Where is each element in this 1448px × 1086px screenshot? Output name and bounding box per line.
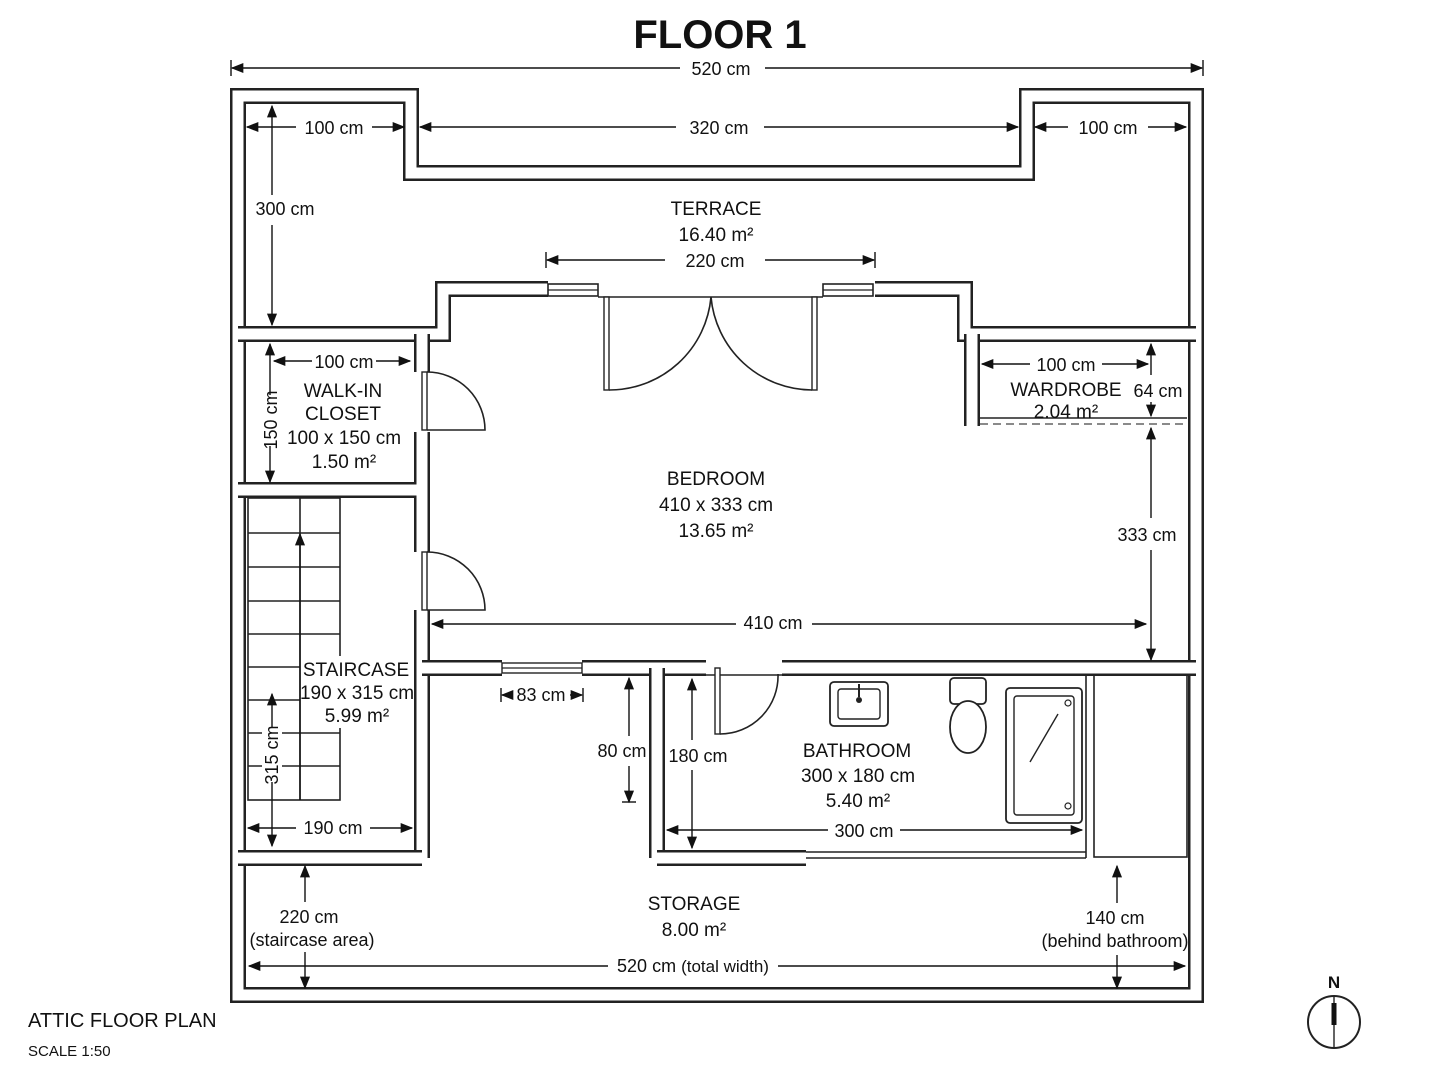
bedroom-size: 410 x 333 cm: [659, 495, 773, 516]
dim-hall: 80 cm: [597, 741, 646, 761]
staircase-name: STAIRCASE: [303, 660, 409, 681]
dim-right-recess: 100 cm: [1078, 118, 1137, 138]
dim-wardrobe-width: 100 cm: [1036, 355, 1095, 375]
plan-label: ATTIC FLOOR PLAN: [28, 1010, 217, 1032]
dim-bath-depth: 180 cm: [668, 746, 727, 766]
storage-name: STORAGE: [648, 894, 741, 915]
dim-bedroom-depth: 333 cm: [1117, 525, 1176, 545]
dimension-labels: 520 cm 100 cm 320 cm 100 cm 300 cm 220 c…: [249, 56, 1189, 976]
bathroom-fixtures: [829, 677, 1083, 824]
dim-storage-left-note: (staircase area): [249, 930, 374, 950]
dim-walkin-width: 100 cm: [314, 352, 373, 372]
terrace-name: TERRACE: [671, 199, 762, 220]
dim-mid-recess: 320 cm: [689, 118, 748, 138]
room-labels: TERRACE 16.40 m² WALK-IN CLOSET 100 x 15…: [287, 199, 1122, 941]
staircase-size: 190 x 315 cm: [300, 683, 414, 704]
dim-terrace-depth: 300 cm: [255, 199, 314, 219]
dim-bath-width: 300 cm: [834, 821, 893, 841]
north-label: N: [1328, 973, 1340, 992]
dim-terrace-door: 220 cm: [685, 251, 744, 271]
dim-stair-width: 190 cm: [303, 818, 362, 838]
walls: [230, 88, 1204, 1003]
walkin-area: 1.50 m²: [312, 452, 376, 473]
storage-area: 8.00 m²: [662, 920, 726, 941]
walkin-name-1: WALK-IN: [304, 381, 382, 402]
dim-total-width: 520 cm: [691, 59, 750, 79]
dim-storage-left: 220 cm: [279, 907, 338, 927]
bathroom-name: BATHROOM: [803, 741, 911, 762]
terrace-area: 16.40 m²: [679, 225, 754, 246]
bathroom-area: 5.40 m²: [826, 791, 890, 812]
dim-walkin-depth: 150 cm: [261, 390, 281, 449]
plan-title: FLOOR 1: [633, 13, 806, 57]
staircase-area: 5.99 m²: [325, 706, 389, 727]
dim-storage-right-note: (behind bathroom): [1041, 931, 1188, 951]
north-arrow-icon: N: [1307, 973, 1361, 1049]
dim-storage-right: 140 cm: [1085, 908, 1144, 928]
dim-window: 83 cm: [516, 685, 565, 705]
bedroom-name: BEDROOM: [667, 469, 765, 490]
dim-bedroom-width: 410 cm: [743, 613, 802, 633]
walkin-name-2: CLOSET: [305, 404, 381, 425]
shower-icon: [1005, 687, 1083, 824]
partitions: [666, 417, 1188, 859]
dim-wardrobe-depth: 64 cm: [1133, 381, 1182, 401]
sink-icon: [829, 681, 889, 727]
bathroom-size: 300 x 180 cm: [801, 766, 915, 787]
scale-label: SCALE 1:50: [28, 1043, 111, 1060]
dimension-lines: [230, 60, 1204, 990]
walkin-size: 100 x 150 cm: [287, 428, 401, 449]
bedroom-area: 13.65 m²: [679, 521, 754, 542]
doors: [421, 296, 823, 735]
windows: [501, 283, 874, 674]
dim-stair-depth: 315 cm: [262, 725, 282, 784]
wardrobe-name: WARDROBE: [1010, 380, 1121, 401]
dim-left-recess: 100 cm: [304, 118, 363, 138]
dim-storage-total: 520 cm (total width): [617, 956, 769, 976]
wardrobe-area: 2.04 m²: [1034, 402, 1098, 423]
